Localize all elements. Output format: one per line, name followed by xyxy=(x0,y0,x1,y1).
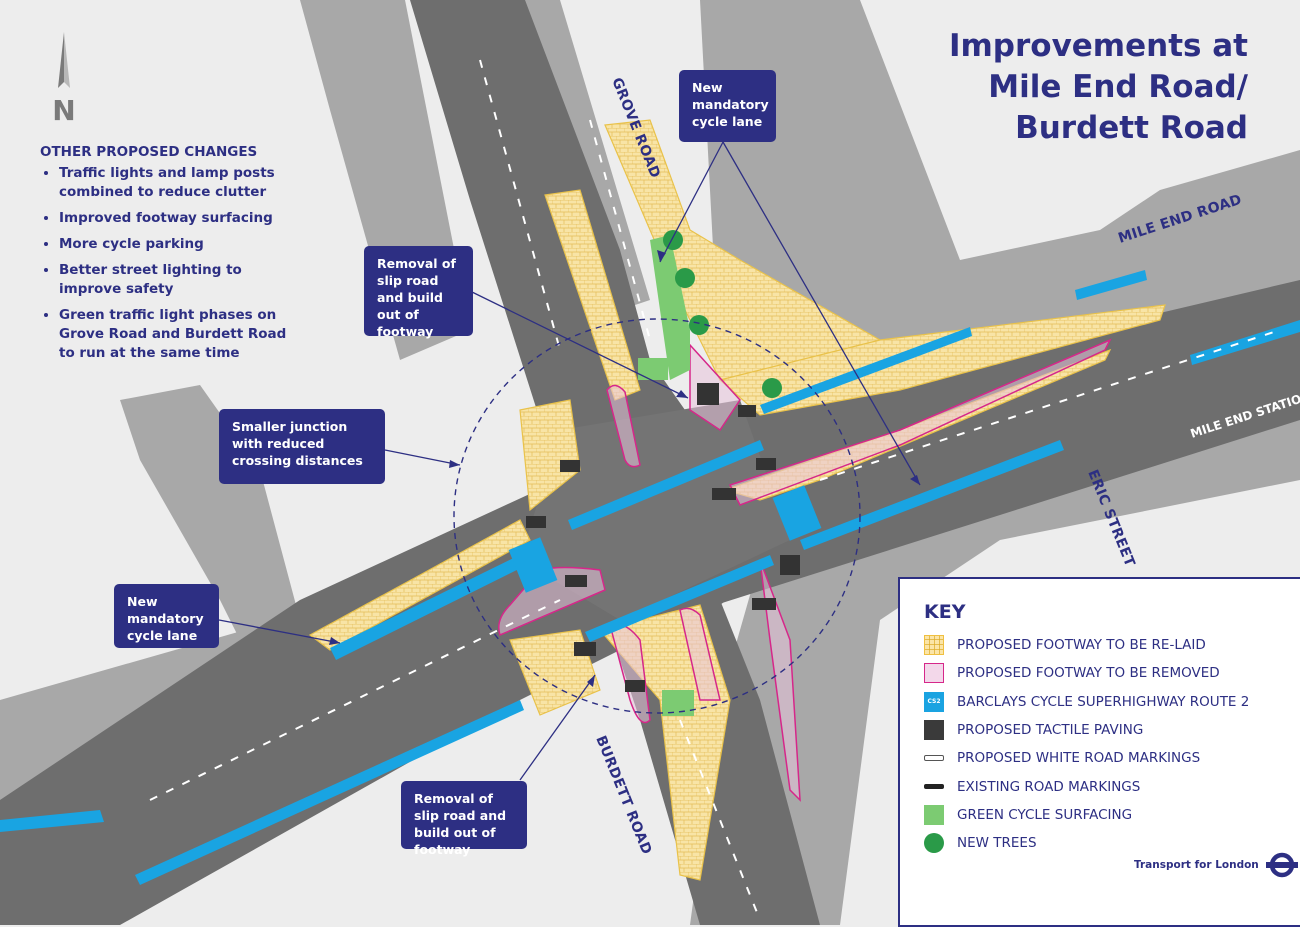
changes-heading: OTHER PROPOSED CHANGES xyxy=(40,144,258,160)
key-label: PROPOSED TACTILE PAVING xyxy=(957,722,1144,739)
callout-arrowheads xyxy=(329,250,920,687)
tfl-roundel-icon xyxy=(1265,852,1298,878)
footway-relaid-swatch xyxy=(924,635,944,656)
key-item: GREEN CYCLE SURFACING xyxy=(924,801,1300,829)
key-label: NEW TREES xyxy=(957,835,1037,852)
cs2-badge: CS2 xyxy=(927,698,941,706)
green-cycle-surfacing xyxy=(638,235,694,716)
cycle-superhighway-swatch: CS2 xyxy=(924,691,944,712)
title-line-1: Improvements at xyxy=(948,28,1248,64)
tree-icon xyxy=(924,833,944,854)
cycle-superhighway xyxy=(0,270,1300,885)
change-item: Traffic lights and lamp posts combined t… xyxy=(59,164,290,202)
tactile-paving xyxy=(526,383,800,692)
change-item: Green traffic light phases on Grove Road… xyxy=(59,306,290,363)
tfl-branding: Transport for London xyxy=(1134,851,1299,879)
callout-pointers xyxy=(218,141,921,781)
callout-slip-road-north: Removal of slip road and build out of fo… xyxy=(364,246,473,339)
green-cycle-swatch xyxy=(924,804,944,825)
key-item: EXISTING ROAD MARKINGS xyxy=(924,772,1300,800)
footway-removed-areas xyxy=(498,338,1112,802)
white-marking-swatch xyxy=(924,755,944,762)
title-line-3: Burdett Road xyxy=(1015,110,1248,146)
key-item: NEW TREES xyxy=(924,829,1300,857)
key-label: BARCLAYS CYCLE SUPERHIGHWAY ROUTE 2 xyxy=(957,693,1250,710)
title-line-2: Mile End Road/ xyxy=(988,69,1248,105)
callout-cycle-lane-west: New mandatory cycle lane xyxy=(114,584,219,648)
key-item: CS2 BARCLAYS CYCLE SUPERHIGHWAY ROUTE 2 xyxy=(924,688,1300,716)
change-item: More cycle parking xyxy=(59,235,290,254)
new-trees xyxy=(663,230,782,398)
change-item: Improved footway surfacing xyxy=(59,209,290,228)
page-title: Improvements at Mile End Road/ Burdett R… xyxy=(949,26,1248,149)
key-label: PROPOSED FOOTWAY TO BE RE-LAID xyxy=(957,637,1206,654)
white-road-markings xyxy=(149,59,1281,921)
map-key: KEY PROPOSED FOOTWAY TO BE RE-LAID PROPO… xyxy=(898,577,1300,927)
key-item: PROPOSED TACTILE PAVING xyxy=(924,716,1300,744)
key-label: EXISTING ROAD MARKINGS xyxy=(957,778,1141,795)
changes-list: Traffic lights and lamp posts combined t… xyxy=(40,164,290,363)
junction-circle xyxy=(453,318,861,714)
callout-smaller-junction: Smaller junction with reduced crossing d… xyxy=(219,409,385,484)
change-item: Better street lighting to improve safety xyxy=(59,261,290,299)
key-item: PROPOSED FOOTWAY TO BE REMOVED xyxy=(924,659,1300,687)
north-arrow-icon: N xyxy=(52,32,76,127)
key-label: PROPOSED FOOTWAY TO BE REMOVED xyxy=(957,665,1220,682)
key-item: PROPOSED WHITE ROAD MARKINGS xyxy=(924,744,1300,772)
footway-removed-swatch xyxy=(924,663,944,684)
junction-core xyxy=(520,400,790,620)
key-item: PROPOSED FOOTWAY TO BE RE-LAID xyxy=(924,631,1300,659)
key-label: PROPOSED WHITE ROAD MARKINGS xyxy=(957,750,1201,767)
key-label: GREEN CYCLE SURFACING xyxy=(957,806,1133,823)
tactile-paving-swatch xyxy=(924,720,944,741)
callout-slip-road-south: Removal of slip road and build out of fo… xyxy=(401,781,527,857)
key-heading: KEY xyxy=(924,601,966,623)
north-label: N xyxy=(52,94,75,127)
existing-marking-swatch xyxy=(924,784,944,790)
other-proposed-changes: OTHER PROPOSED CHANGES Traffic lights an… xyxy=(40,144,290,370)
tfl-text: Transport for London xyxy=(1134,859,1259,871)
callout-cycle-lane-north: New mandatory cycle lane xyxy=(679,70,776,142)
